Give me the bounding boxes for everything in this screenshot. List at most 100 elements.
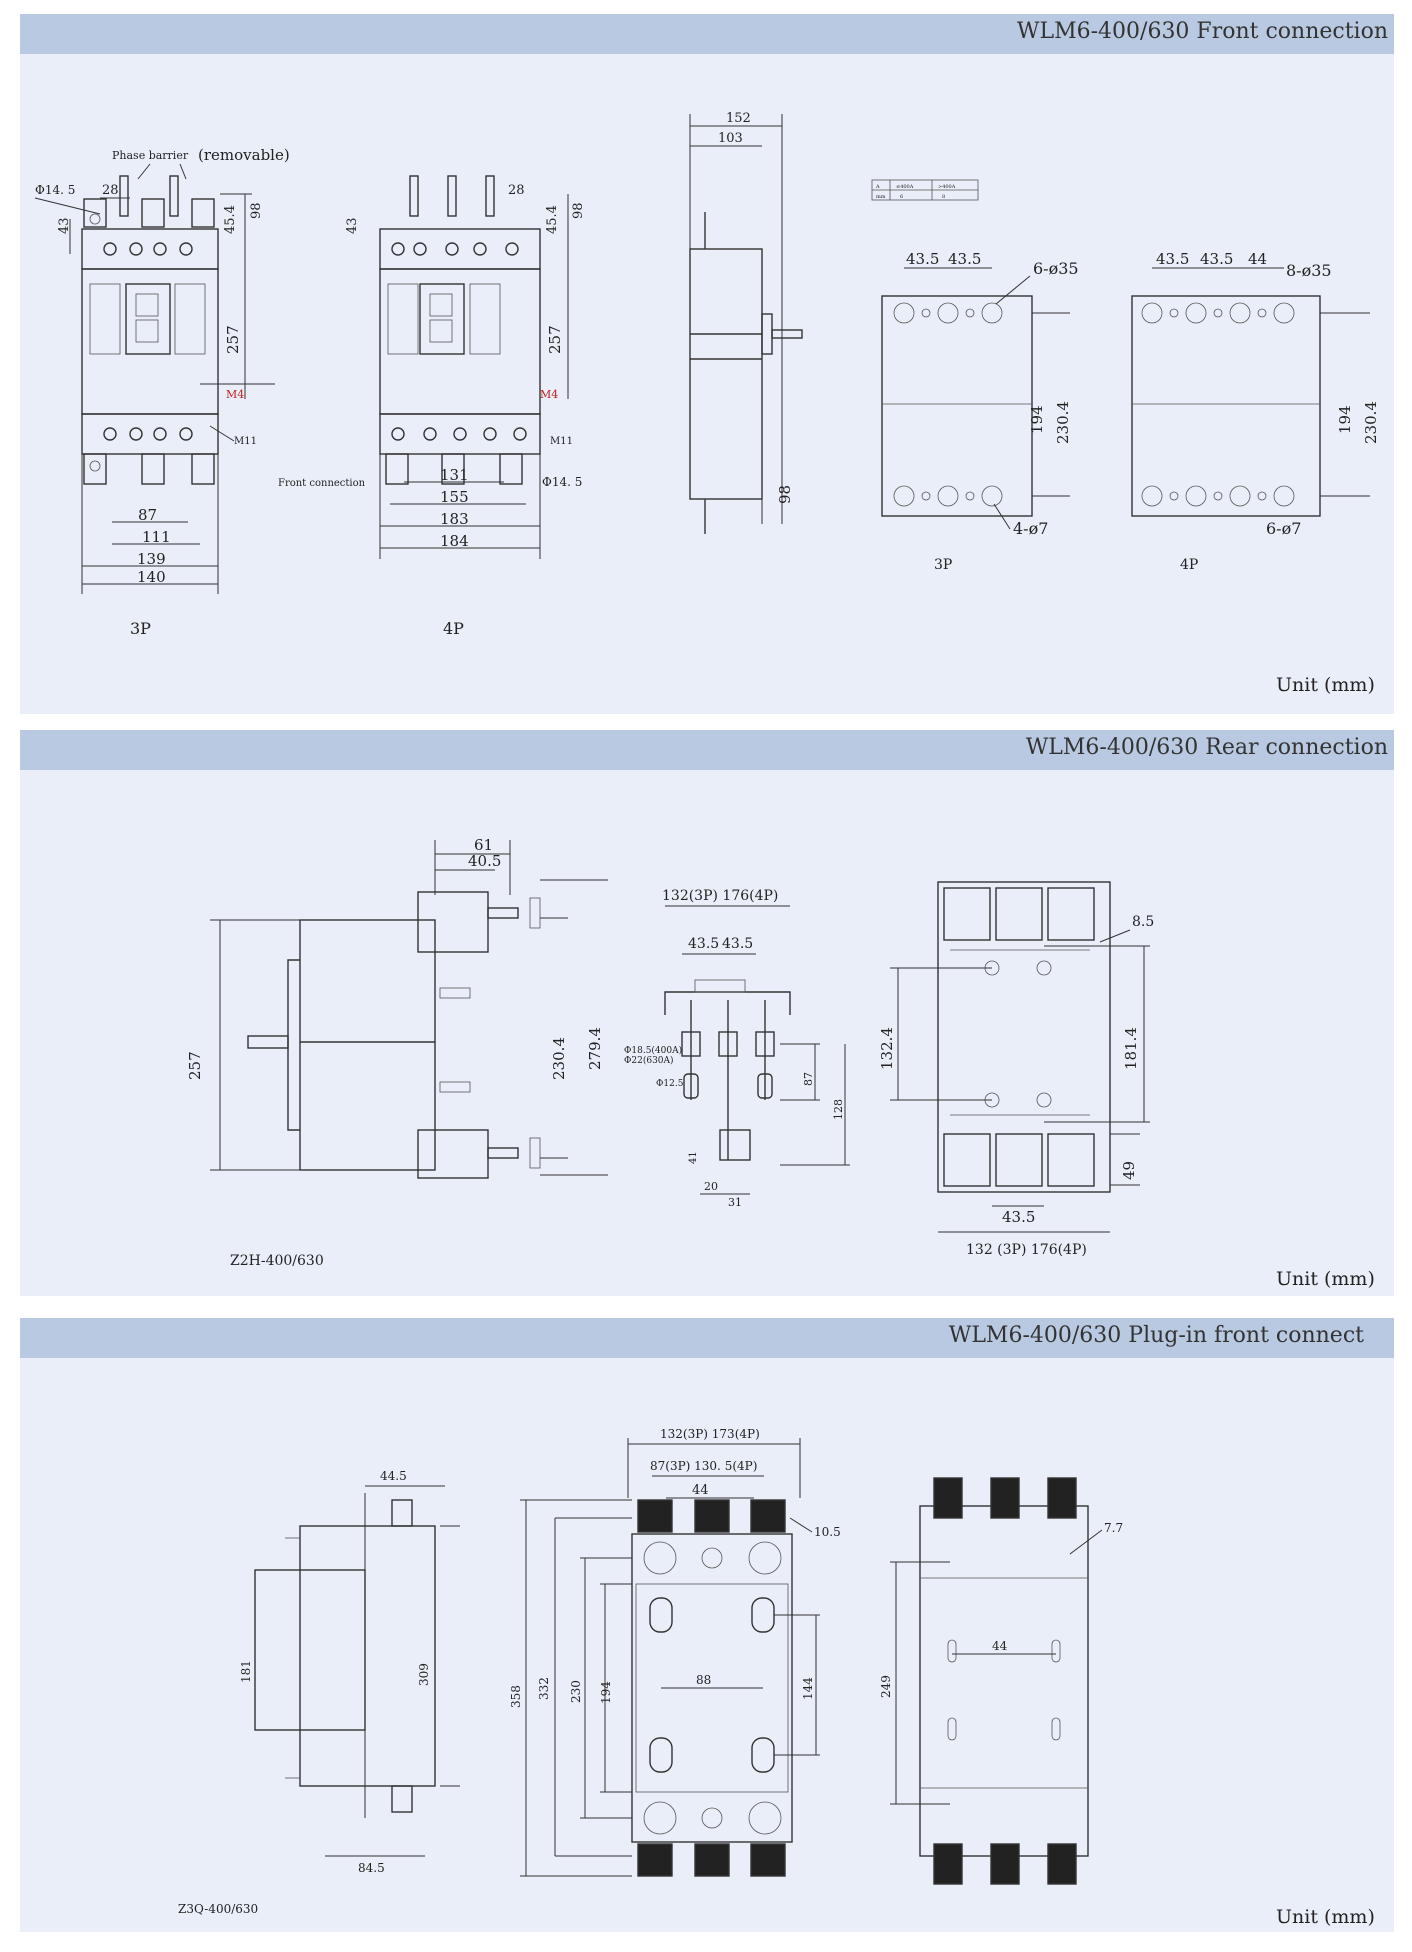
dim-43-4p: 43: [345, 217, 360, 234]
dim-phi-14-5-4p: Φ14. 5: [542, 475, 582, 489]
dim-phi-12-5: Φ12.5: [656, 1079, 684, 1089]
m4-label-4p: M4: [540, 388, 558, 401]
dim-28: 28: [102, 183, 119, 198]
unit-label: Unit (mm): [1276, 1268, 1375, 1290]
hole-pattern-3p: 43.5 43.5 6-ø35 194 230.4 4-ø7 3P: [881, 250, 1079, 573]
dim-phi-14-5: Φ14. 5: [35, 183, 75, 197]
dim-181: 181: [239, 1660, 253, 1683]
dim-230-4: 230.4: [1054, 401, 1072, 444]
dim-139: 139: [137, 550, 166, 568]
dim-181-4: 181.4: [1122, 1027, 1140, 1070]
dim-43-5-c: 43.5: [1002, 1208, 1035, 1226]
side-view: 152 103 98: [689, 111, 803, 534]
dim-40-5: 40.5: [468, 852, 501, 870]
rear-side-view: 257 61 40.5 230.4 279.4 Z2H-400/630: [186, 836, 608, 1269]
panel-title: WLM6-400/630 Plug-in front connect: [948, 1323, 1364, 1348]
dim-152: 152: [726, 111, 751, 126]
unit-label: Unit (mm): [1276, 674, 1375, 696]
dim-98-4p: 98: [571, 202, 586, 219]
dim-41: 41: [688, 1151, 699, 1164]
dim-88: 88: [696, 1673, 711, 1687]
dim-6-small-holes: 6-ø7: [1266, 519, 1301, 538]
dim-249: 249: [879, 1675, 893, 1698]
dim-230-4: 230.4: [550, 1037, 568, 1080]
table-e: 6: [900, 194, 903, 200]
dim-44: 44: [692, 1483, 709, 1498]
dim-6-holes: 6-ø35: [1033, 259, 1079, 278]
removable-label: (removable): [198, 146, 290, 164]
front-connection-drawings: Phase barrier (removable) Φ14. 5 28 43 4…: [34, 111, 1380, 696]
rear-front-view: 8.5 132.4 181.4 49 43.5 132 (3P) 176(4P): [878, 881, 1154, 1258]
dim-140: 140: [137, 568, 166, 586]
dim-43-5-a: 43.5: [906, 250, 939, 268]
dim-4p-43-5-b: 43.5: [1200, 250, 1233, 268]
dim-4p-43-5-a: 43.5: [1156, 250, 1189, 268]
rear-connection-drawings: 257 61 40.5 230.4 279.4 Z2H-400/630 132(…: [186, 836, 1375, 1290]
dim-43: 43: [57, 217, 72, 234]
dim-phi-22: Φ22(630A): [624, 1055, 674, 1066]
rear-terminal-view: 132(3P) 176(4P) 43.5 43.5 Φ18.5(400A) Φ2…: [624, 888, 850, 1209]
hole-pattern-4p: 43.5 43.5 44 8-ø35 194 230.4 6-ø7 4P: [1131, 250, 1380, 573]
table-b: ≤400A: [896, 184, 914, 190]
dim-230: 230: [569, 1680, 583, 1703]
dim-49: 49: [1120, 1161, 1138, 1180]
panel-plug-in-front: WLM6-400/630 Plug-in front connect 44.5 …: [20, 1318, 1394, 1932]
dim-257: 257: [224, 325, 242, 354]
m4-label: M4: [226, 388, 244, 401]
dim-257-4p: 257: [546, 325, 564, 354]
dim-43-5-b: 43.5: [722, 936, 753, 952]
dim-132-173: 132(3P) 173(4P): [660, 1427, 760, 1441]
dim-31: 31: [728, 1196, 742, 1209]
dim-194: 194: [599, 1681, 613, 1704]
front-view-3p: Phase barrier (removable) Φ14. 5 28 43 4…: [34, 146, 290, 638]
plugin-side-view: 44.5 181 309 84.5 Z3Q-400/630: [178, 1469, 460, 1916]
dim-194-4p: 194: [1336, 405, 1354, 434]
dim-358: 358: [509, 1685, 523, 1708]
dim-phi-18-5: Φ18.5(400A): [624, 1045, 682, 1056]
front-view-4p: 28 43 45.4 98 257 M4 M11 Front connectio…: [278, 175, 586, 638]
dim-43-5-a: 43.5: [688, 936, 719, 952]
dim-84-5: 84.5: [358, 1861, 385, 1875]
hole-label-3p: 3P: [934, 557, 952, 573]
front-connection-label: Front connection: [278, 478, 366, 489]
dim-44-5: 44.5: [380, 1469, 407, 1483]
phase-barrier-label: Phase barrier: [112, 149, 189, 162]
unit-label: Unit (mm): [1276, 1906, 1375, 1928]
dim-155: 155: [440, 488, 469, 506]
dim-183: 183: [440, 510, 469, 528]
dim-309: 309: [417, 1663, 431, 1686]
dim-87: 87: [802, 1072, 815, 1086]
hole-label-4p: 4P: [1180, 557, 1198, 573]
dim-98-side: 98: [776, 485, 794, 504]
model-label: Z3Q-400/630: [178, 1902, 258, 1916]
table-f: 8: [942, 194, 945, 200]
dim-8-holes: 8-ø35: [1286, 261, 1332, 280]
dim-132-4: 132.4: [878, 1027, 896, 1070]
dim-87-130-5: 87(3P) 130. 5(4P): [650, 1459, 757, 1473]
dim-10-5: 10.5: [814, 1525, 841, 1539]
dim-7-7: 7.7: [1104, 1521, 1123, 1535]
dim-45-4-4p: 45.4: [545, 205, 560, 234]
dim-98: 98: [249, 202, 264, 219]
dim-144: 144: [801, 1677, 815, 1700]
model-label: Z2H-400/630: [230, 1253, 324, 1269]
dim-132-176: 132(3P) 176(4P): [662, 888, 778, 904]
dim-61: 61: [474, 836, 493, 854]
panel-header: WLM6-400/630 Rear connection: [20, 730, 1394, 770]
dim-45-4: 45.4: [223, 205, 238, 234]
label-3p: 3P: [130, 619, 151, 638]
panel-header: WLM6-400/630 Front connection: [20, 14, 1394, 54]
dim-131: 131: [440, 466, 469, 484]
dim-87: 87: [138, 506, 157, 524]
panel-title: WLM6-400/630 Rear connection: [1025, 735, 1388, 760]
plugin-back-view: 7.7 44 249: [879, 1477, 1123, 1885]
dim-128: 128: [832, 1099, 845, 1120]
panel-rear-connection: WLM6-400/630 Rear connection 257 61 40.5…: [20, 730, 1394, 1296]
bolt-table: A ≤400A >400A mm 6 8: [871, 179, 979, 201]
label-4p: 4P: [443, 619, 464, 638]
panel-title: WLM6-400/630 Front connection: [1016, 19, 1388, 44]
dim-257: 257: [186, 1051, 204, 1080]
dim-132-176-b: 132 (3P) 176(4P): [966, 1242, 1087, 1258]
plugin-front-view: 132(3P) 173(4P) 87(3P) 130. 5(4P) 44 10.…: [509, 1427, 841, 1877]
dim-279-4: 279.4: [586, 1027, 604, 1070]
